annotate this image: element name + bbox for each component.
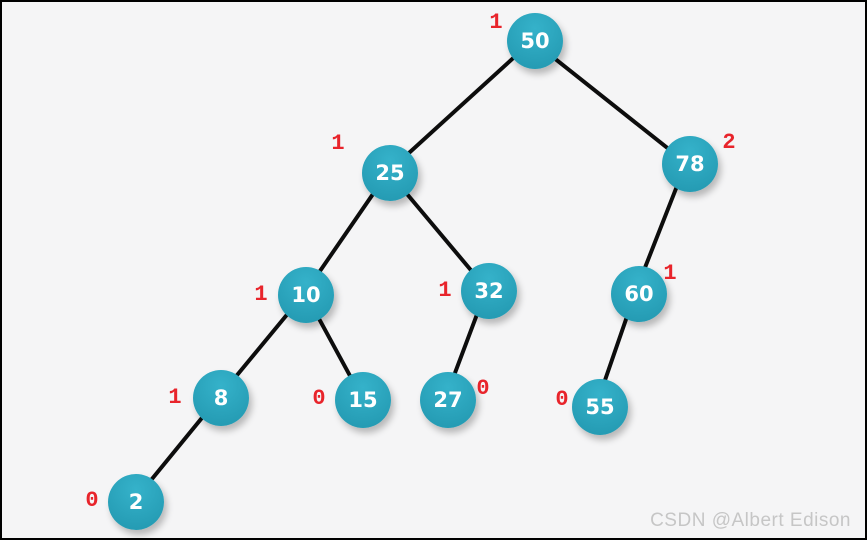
balance-factor-label-8: 1 [168,385,182,410]
tree-node-8: 8 [193,370,249,426]
balance-factor-label-32: 1 [438,278,452,303]
watermark: CSDN @Albert Edison [650,510,851,531]
tree-node-2: 2 [108,474,164,530]
tree-node-55: 55 [572,379,628,435]
balance-factor-label-55: 0 [555,387,569,412]
balance-factor-label-10: 1 [254,282,268,307]
tree-node-27: 27 [420,372,476,428]
tree-node-10: 10 [278,267,334,323]
balance-factor-label-2: 0 [85,488,99,513]
balance-factor-label-50: 1 [489,10,503,35]
balance-factor-label-27: 0 [476,376,490,401]
tree-edge-50-78 [530,38,689,165]
tree-node-78: 78 [662,136,718,192]
tree-node-15: 15 [335,372,391,428]
tree-node-60: 60 [611,266,667,322]
balance-factor-label-15: 0 [312,386,326,411]
tree-node-50: 50 [507,13,563,69]
tree-edge-50-25 [386,38,535,174]
balance-factor-label-78: 2 [722,130,736,155]
tree-node-25: 25 [362,145,418,201]
tree-node-32: 32 [461,263,517,319]
balance-factor-label-25: 1 [331,131,345,156]
balance-factor-label-60: 1 [663,261,677,286]
